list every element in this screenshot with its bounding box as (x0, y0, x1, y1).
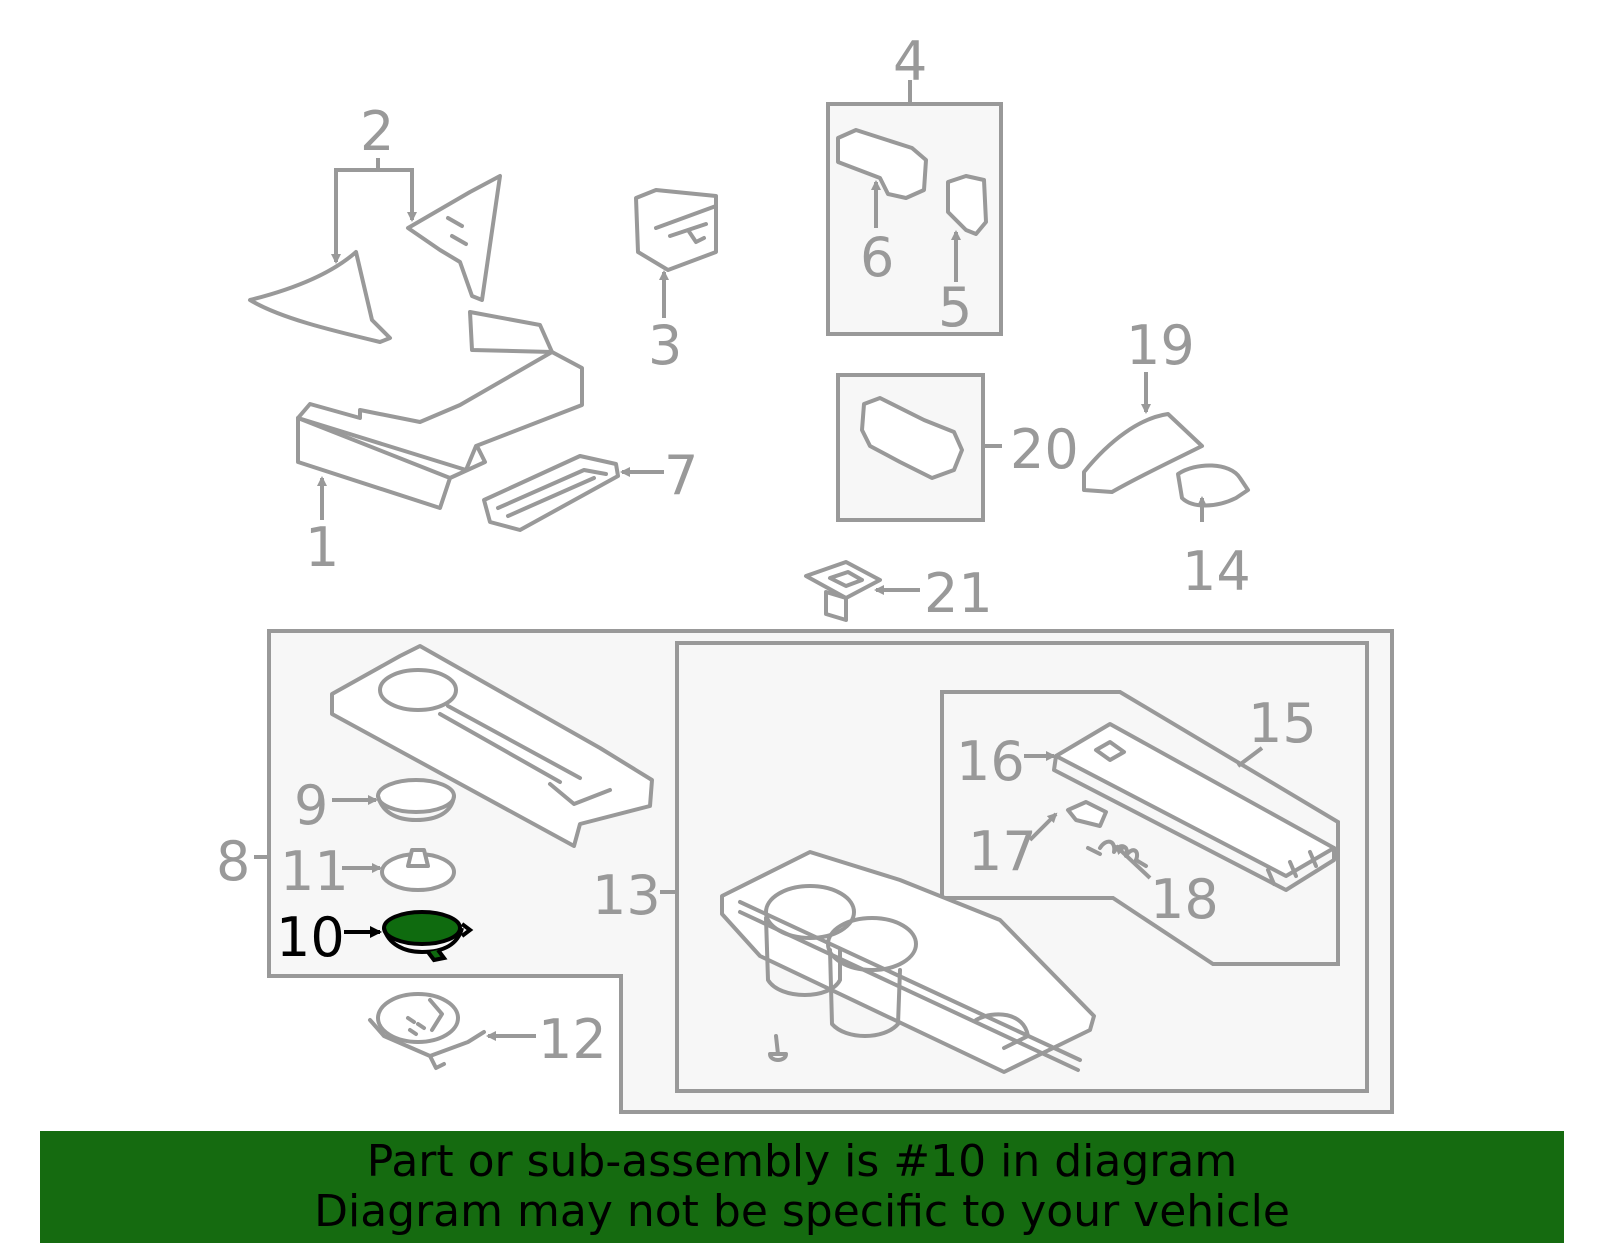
info-banner: Part or sub-assembly is #10 in diagram D… (40, 1131, 1564, 1243)
part-8-console-top (330, 644, 654, 848)
part-3-switch (634, 188, 718, 272)
callout-8[interactable]: 8 (216, 830, 250, 893)
callout-5[interactable]: 5 (938, 276, 972, 339)
part-15-lid (1052, 722, 1336, 892)
banner-line-1: Part or sub-assembly is #10 in diagram (366, 1136, 1238, 1187)
callout-10[interactable]: 10 (276, 906, 345, 969)
banner-line-2: Diagram may not be specific to your vehi… (314, 1186, 1290, 1237)
leaders (254, 80, 1264, 1041)
part-20-handle (860, 396, 964, 480)
callout-12[interactable]: 12 (538, 1008, 607, 1071)
callout-18[interactable]: 18 (1150, 868, 1219, 931)
part-9-ring (376, 778, 456, 822)
part-13-cupholder-housing (720, 850, 1096, 1074)
callout-9[interactable]: 9 (294, 774, 328, 837)
callout-13[interactable]: 13 (592, 864, 661, 927)
callout-6[interactable]: 6 (860, 226, 894, 289)
callout-2[interactable]: 2 (360, 100, 394, 163)
part-5 (946, 174, 988, 236)
part-2-trim-panels (248, 174, 502, 344)
callout-15[interactable]: 15 (1248, 692, 1317, 755)
part-11-knob-base (380, 848, 456, 892)
callout-4[interactable]: 4 (893, 30, 927, 93)
callout-7[interactable]: 7 (664, 444, 698, 507)
part-19-cover (1082, 412, 1204, 494)
part-1-console-body (296, 310, 584, 510)
part-14-cap (1176, 463, 1250, 508)
callout-14[interactable]: 14 (1182, 540, 1251, 603)
part-17-latch (1066, 800, 1108, 828)
part-6 (836, 128, 928, 200)
part-10-highlighted-ring[interactable] (382, 910, 474, 963)
callout-1[interactable]: 1 (305, 516, 339, 579)
callout-3[interactable]: 3 (648, 314, 682, 377)
callout-16[interactable]: 16 (956, 730, 1025, 793)
callout-11[interactable]: 11 (280, 840, 349, 903)
box-part-15 (940, 690, 1340, 966)
callout-labels: 1 2 3 4 5 6 7 8 9 10 11 12 13 14 15 16 1… (216, 30, 1317, 1071)
callout-21[interactable]: 21 (924, 562, 993, 625)
callout-17[interactable]: 17 (968, 820, 1037, 883)
callout-20[interactable]: 20 (1010, 418, 1079, 481)
part-7-tray (482, 454, 620, 532)
part-12-shifter-plate (368, 992, 486, 1070)
callout-19[interactable]: 19 (1126, 314, 1195, 377)
part-21-clip (804, 560, 882, 622)
